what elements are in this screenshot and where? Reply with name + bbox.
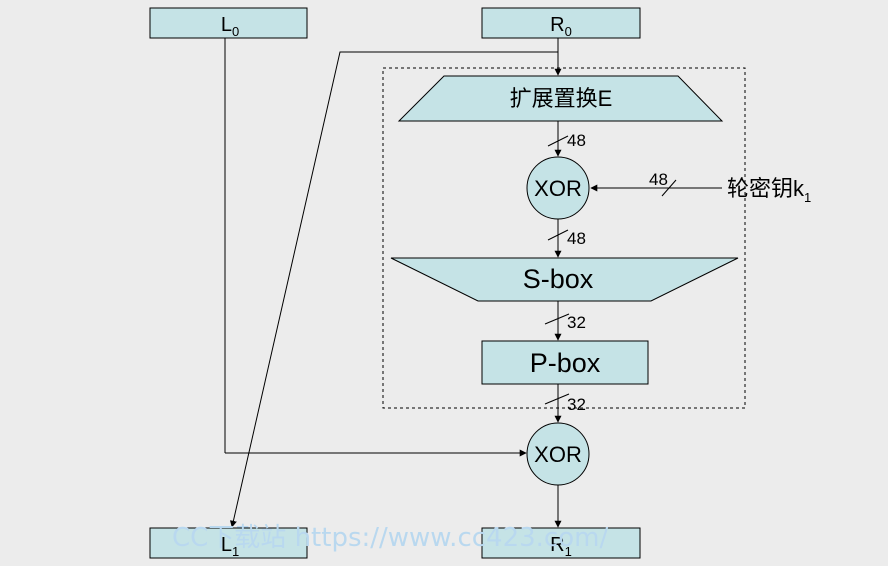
watermark-text: CC下载站 https://www.cc423.com/ [172, 523, 608, 553]
output-l1-subscript: 1 [232, 544, 239, 559]
input-r0-subscript: 0 [565, 24, 572, 39]
final-xor-node: XOR [526, 422, 590, 486]
expansion-label: 扩展置换E [510, 86, 613, 111]
input-r0-box: R0 [481, 7, 641, 39]
input-l0-box: L0 [149, 7, 308, 39]
output-r1-box: R1 [481, 527, 641, 559]
output-l1-label: L [221, 534, 232, 556]
width-label-pbox: 32 [567, 395, 586, 414]
input-l0-subscript: 0 [232, 24, 239, 39]
svg-text:L0: L0 [221, 14, 239, 39]
width-tick-xor [547, 229, 569, 241]
sbox-label: S-box [523, 264, 594, 294]
output-r1-subscript: 1 [565, 544, 572, 559]
width-label-sbox: 32 [567, 313, 586, 332]
width-label-expansion: 48 [567, 131, 586, 150]
width-tick-key [661, 179, 677, 197]
width-tick-expansion [547, 135, 569, 147]
width-label-key: 48 [649, 170, 668, 189]
width-tick-pbox [544, 393, 570, 405]
sbox-block: S-box [390, 257, 739, 302]
input-r0-label: R [550, 14, 564, 36]
svg-text:R1: R1 [550, 534, 572, 559]
svg-text:R0: R0 [550, 14, 572, 39]
output-l1-box: L1 [149, 527, 308, 559]
pbox-label: P-box [530, 348, 601, 378]
output-r1-label: R [550, 534, 564, 556]
round-key-label: 轮密钥k1 [727, 176, 811, 205]
r0-to-l1-arrow [229, 51, 558, 528]
final-xor-label: XOR [534, 442, 582, 467]
round-xor-label: XOR [534, 176, 582, 201]
round-xor-node: XOR [526, 156, 590, 220]
width-tick-sbox [544, 313, 570, 325]
svg-text:L1: L1 [221, 534, 239, 559]
expansion-permutation-block: 扩展置换E [397, 75, 724, 122]
width-label-xor: 48 [567, 229, 586, 248]
input-l0-label: L [221, 14, 232, 36]
pbox-block: P-box [481, 340, 649, 385]
round-function-boundary [382, 67, 746, 409]
